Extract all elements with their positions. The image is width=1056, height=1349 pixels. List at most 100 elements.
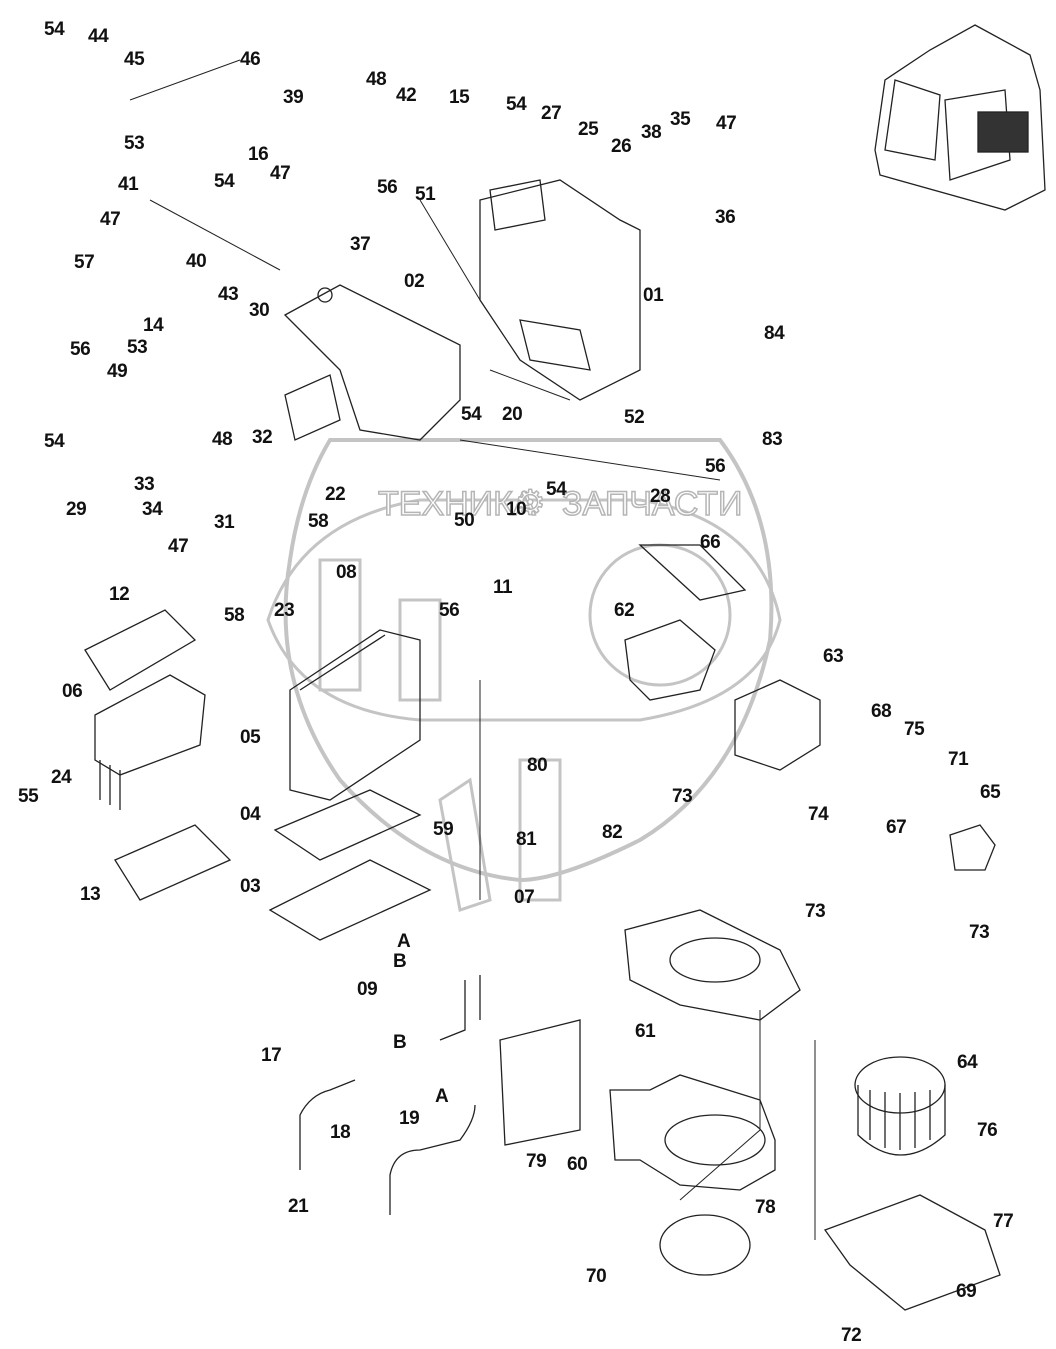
part-label: 82 — [602, 822, 623, 843]
part-label: 54 — [546, 479, 567, 500]
part-label: 01 — [643, 285, 664, 306]
part-label: 79 — [526, 1151, 547, 1172]
part-label: 08 — [336, 562, 357, 583]
heater-core-06 — [94, 674, 206, 810]
pipe-18 — [299, 1079, 356, 1170]
evaporator-05 — [289, 629, 421, 801]
part-label: 45 — [124, 49, 145, 70]
part-label: 71 — [948, 749, 969, 770]
part-label: 47 — [168, 536, 189, 557]
part-label: 48 — [212, 429, 233, 450]
part-label: 12 — [109, 584, 130, 605]
cab-inset-drawing — [874, 24, 1046, 211]
door-62 — [624, 619, 716, 701]
part-label: 56 — [377, 177, 398, 198]
part-label: 43 — [218, 284, 239, 305]
part-label: 50 — [454, 510, 475, 531]
part-label: 26 — [611, 136, 632, 157]
pipe-09 — [439, 975, 481, 1041]
part-label: 56 — [705, 456, 726, 477]
part-label: 52 — [624, 407, 645, 428]
part-label: 58 — [224, 605, 245, 626]
part-label: 73 — [672, 786, 693, 807]
part-label: 53 — [124, 133, 145, 154]
part-label: 61 — [635, 1021, 656, 1042]
part-label: 46 — [240, 49, 261, 70]
part-label: 73 — [805, 901, 826, 922]
part-label: 51 — [415, 184, 436, 205]
part-label: 72 — [841, 1325, 862, 1346]
part-label: 75 — [904, 719, 925, 740]
part-label: 19 — [399, 1108, 420, 1129]
part-label: 15 — [449, 87, 470, 108]
part-label: 33 — [134, 474, 155, 495]
part-label: 16 — [248, 144, 269, 165]
part-label: 74 — [808, 804, 829, 825]
part-label: 35 — [670, 109, 691, 130]
part-label: 83 — [762, 429, 783, 450]
part-label: B — [393, 1032, 407, 1053]
part-label: 78 — [755, 1197, 776, 1218]
part-label: 39 — [283, 87, 304, 108]
part-label: 14 — [143, 315, 164, 336]
part-label: 63 — [823, 646, 844, 667]
part-label: 20 — [502, 404, 523, 425]
part-label: 66 — [700, 532, 721, 553]
actuator-63 — [734, 679, 821, 771]
part-label: 54 — [461, 404, 482, 425]
part-label: 48 — [366, 69, 387, 90]
part-label: 21 — [288, 1196, 309, 1217]
part-label: 70 — [586, 1266, 607, 1287]
part-label: 29 — [66, 499, 87, 520]
part-label: 56 — [439, 600, 460, 621]
filter-13 — [114, 824, 232, 901]
part-label: 06 — [62, 681, 83, 702]
part-label: 80 — [527, 755, 548, 776]
part-label: 38 — [641, 122, 662, 143]
part-label: 76 — [977, 1120, 998, 1141]
part-label: 03 — [240, 876, 261, 897]
part-label: 27 — [541, 103, 562, 124]
part-label: 56 — [70, 339, 91, 360]
part-label: 77 — [993, 1211, 1014, 1232]
part-label: 84 — [764, 323, 785, 344]
part-label: 54 — [506, 94, 527, 115]
part-label: 24 — [51, 767, 72, 788]
part-label: 54 — [214, 171, 235, 192]
part-label: 62 — [614, 600, 635, 621]
part-label: 02 — [404, 271, 425, 292]
part-label: 67 — [886, 817, 907, 838]
part-label: 60 — [567, 1154, 588, 1175]
duct-02 — [283, 284, 461, 441]
part-label: 22 — [325, 484, 346, 505]
part-label: 05 — [240, 727, 261, 748]
filter-12 — [84, 609, 197, 691]
part-label: 10 — [506, 499, 527, 520]
servo-motor-65 — [949, 824, 996, 871]
part-label: A — [397, 931, 411, 952]
blower-case-61 — [624, 909, 801, 1021]
gasket-79 — [499, 1019, 581, 1146]
part-label: 32 — [252, 427, 273, 448]
part-label: 31 — [214, 512, 235, 533]
blower-motor-64 — [854, 1056, 946, 1156]
part-label: 34 — [142, 499, 163, 520]
part-label: 58 — [308, 511, 329, 532]
leader-lines — [129, 59, 816, 1240]
pipe-19 — [389, 1104, 476, 1215]
part-label: 54 — [44, 431, 65, 452]
tray-04 — [273, 789, 422, 861]
part-label: 18 — [330, 1122, 351, 1143]
part-label: 40 — [186, 251, 207, 272]
part-label: 41 — [118, 174, 139, 195]
part-label: 53 — [127, 337, 148, 358]
part-label: 47 — [270, 163, 291, 184]
part-label: 81 — [516, 829, 537, 850]
part-label: 49 — [107, 361, 128, 382]
part-label: 37 — [350, 234, 371, 255]
gear-icon: ⚙ — [514, 483, 546, 523]
part-label: 44 — [88, 26, 109, 47]
part-label: 73 — [969, 922, 990, 943]
